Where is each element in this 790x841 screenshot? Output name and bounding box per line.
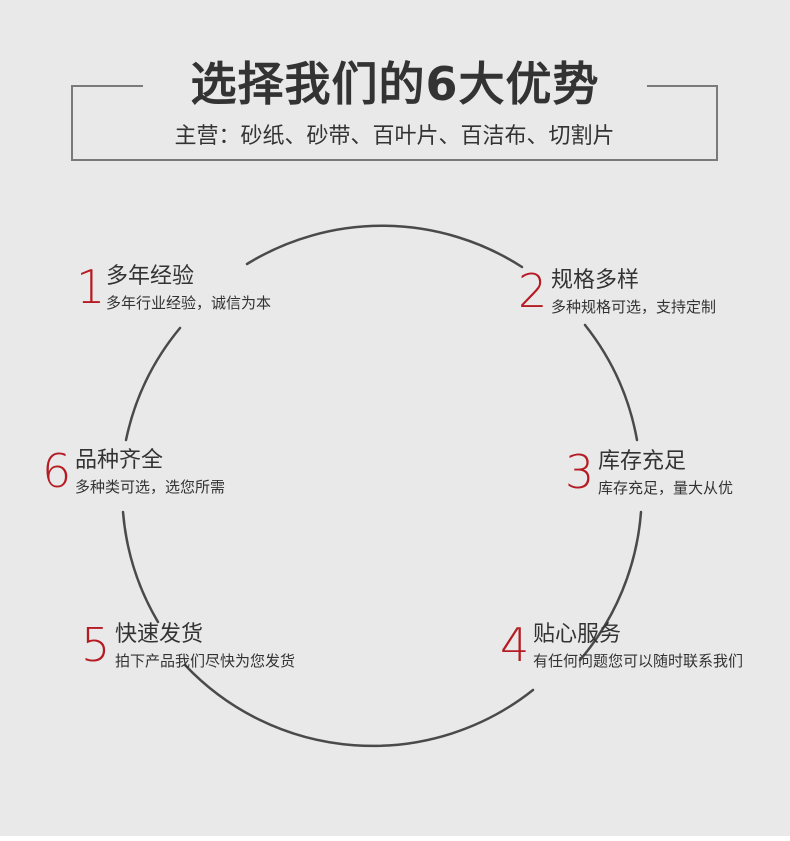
advantage-title: 库存充足	[598, 449, 687, 474]
advantage-number: 6	[42, 444, 72, 498]
advantage-number: 5	[81, 618, 111, 672]
page-subtitle: 主营：砂纸、砂带、百叶片、百洁布、切割片	[174, 124, 615, 149]
ring-arc-upper-left	[124, 326, 182, 442]
advantage-title: 规格多样	[551, 268, 640, 293]
advantage-title: 品种齐全	[75, 448, 164, 473]
advantage-title: 快速发货	[115, 622, 204, 647]
ring-arc-bottom	[183, 663, 535, 748]
title-frame-top-left	[71, 85, 143, 87]
ring-arc-lower-left	[121, 510, 160, 624]
advantage-desc: 拍下产品我们尽快为您发货	[115, 652, 296, 670]
advantage-number: 4	[500, 618, 530, 672]
title-frame-top-right	[647, 85, 718, 87]
advantage-title: 贴心服务	[533, 622, 622, 647]
advantage-desc: 多种规格可选，支持定制	[551, 298, 717, 316]
advantage-number: 1	[76, 260, 106, 314]
advantage-title: 多年经验	[106, 264, 195, 289]
title-frame	[71, 85, 718, 161]
ring-arc-lower-right	[578, 510, 643, 662]
ring-arc-upper-right	[583, 323, 639, 442]
advantage-number: 2	[518, 264, 548, 318]
advantage-desc: 有任何问题您可以随时联系我们	[533, 652, 744, 670]
page-title: 选择我们的6大优势	[190, 57, 600, 111]
advantage-desc: 库存充足，量大从优	[598, 479, 734, 497]
advantage-desc: 多年行业经验，诚信为本	[106, 294, 272, 312]
advantage-number: 3	[565, 445, 595, 499]
advantage-desc: 多种类可选，选您所需	[75, 478, 226, 496]
ring-arc-top	[245, 224, 524, 269]
